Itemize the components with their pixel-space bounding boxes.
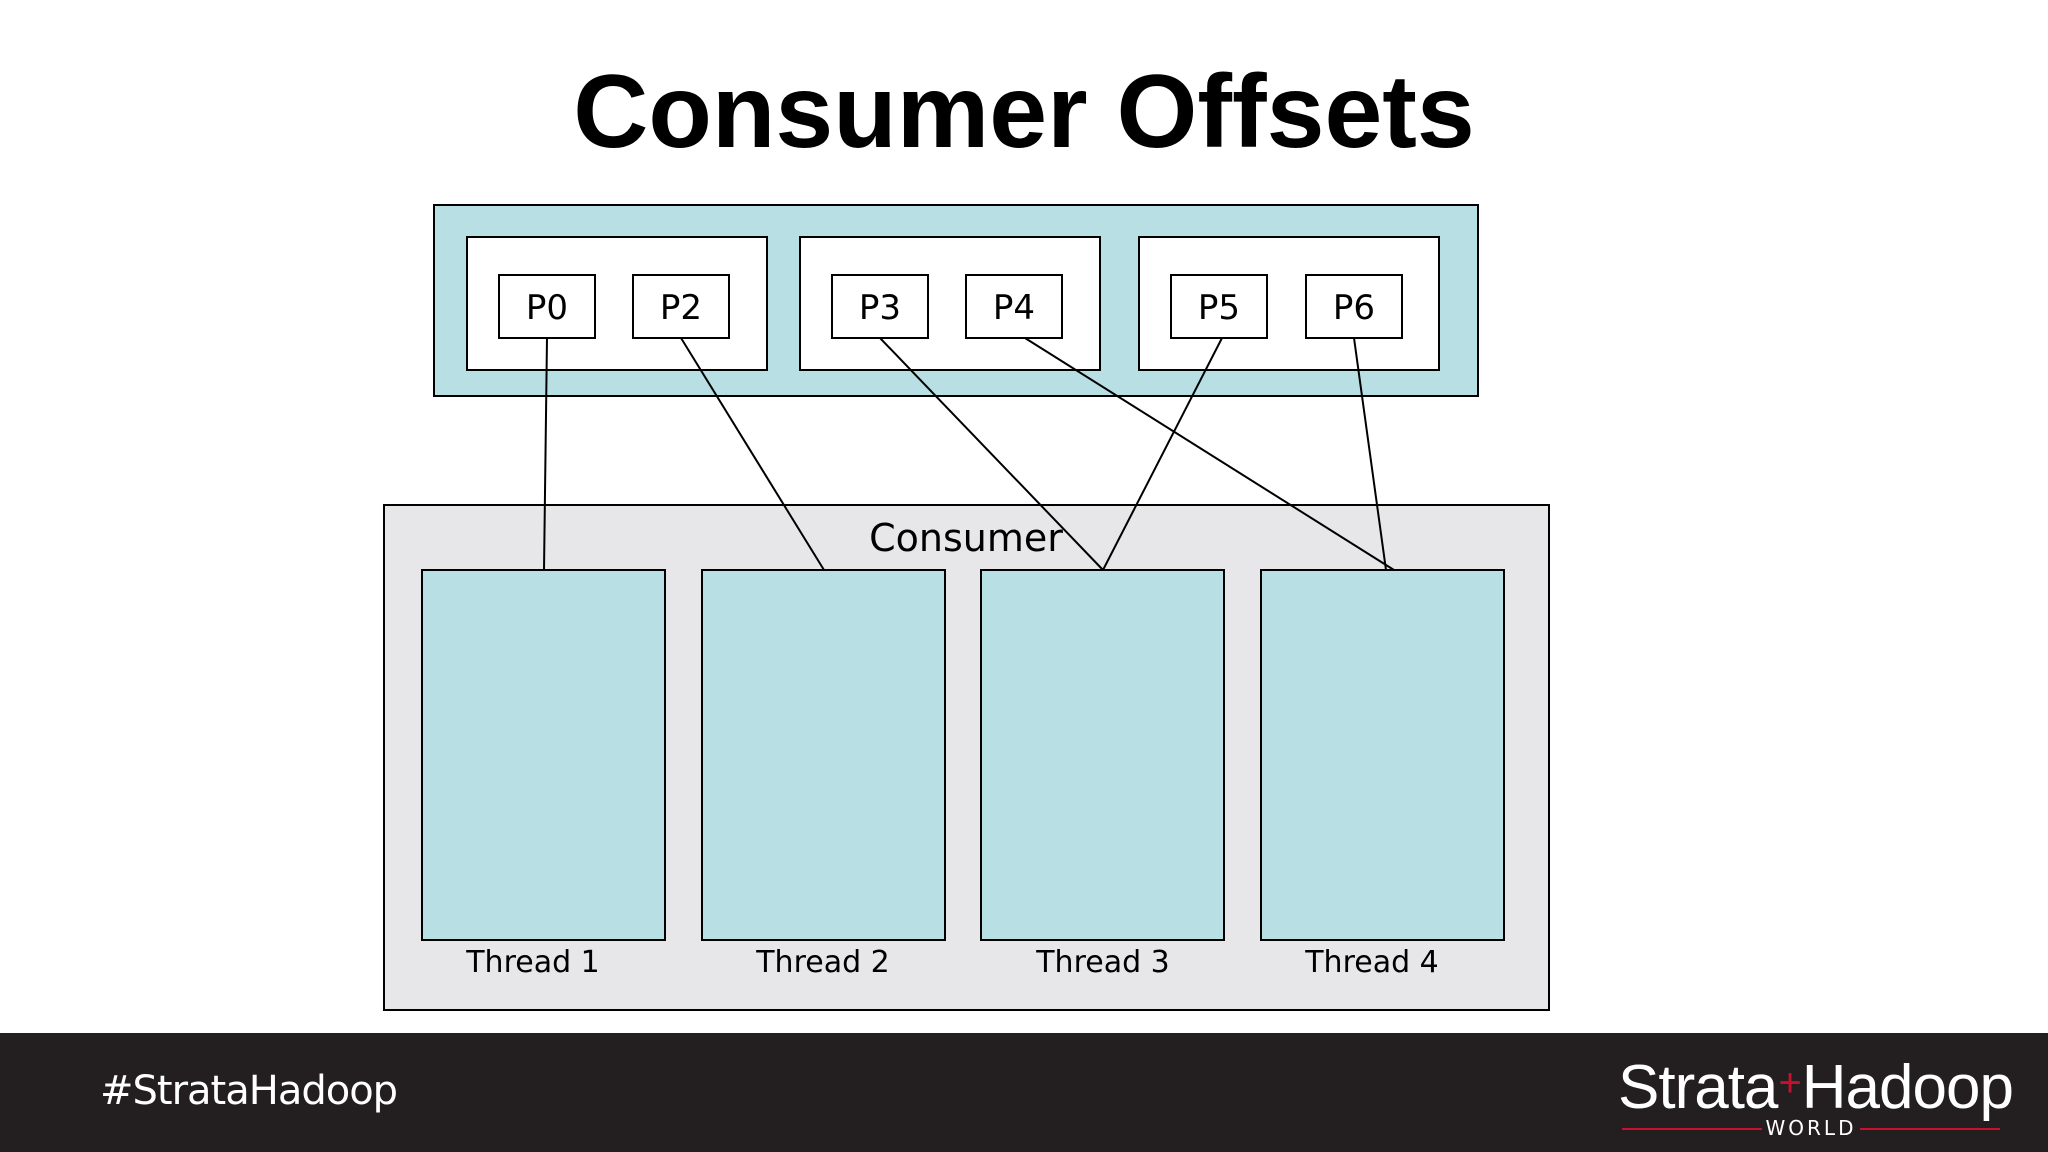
logo-right-text: Hadoop xyxy=(1801,1053,2014,1122)
partition-p4: P4 xyxy=(965,274,1063,339)
assignment-line-p4-thread4 xyxy=(1024,337,1395,571)
strata-hadoop-logo: Strata+Hadoop WORLD xyxy=(1618,1047,2014,1140)
logo-rule-right xyxy=(1860,1128,2000,1130)
partition-p0: P0 xyxy=(498,274,596,339)
logo-wordmark: Strata+Hadoop xyxy=(1618,1047,2014,1124)
assignment-line-p0-thread1 xyxy=(543,337,548,571)
thread-label: Thread 3 xyxy=(1035,945,1170,980)
partition-p6: P6 xyxy=(1305,274,1403,339)
slide-title: Consumer Offsets xyxy=(573,54,1475,170)
consumer-label: Consumer xyxy=(869,516,1063,560)
partition-label: P4 xyxy=(993,288,1035,328)
partition-label: P0 xyxy=(526,288,568,328)
thread-box-2 xyxy=(701,569,946,941)
hashtag-label: #StrataHadoop xyxy=(100,1068,398,1114)
partition-p2: P2 xyxy=(632,274,730,339)
logo-plus: + xyxy=(1778,1061,1801,1105)
partition-label: P2 xyxy=(660,288,702,328)
thread-box-4 xyxy=(1260,569,1505,941)
logo-subtitle: WORLD xyxy=(1765,1116,1857,1140)
thread-box-1 xyxy=(421,569,666,941)
partition-label: P3 xyxy=(859,288,901,328)
assignment-line-p3-thread3 xyxy=(879,337,1104,571)
thread-box-3 xyxy=(980,569,1225,941)
logo-rule-left xyxy=(1622,1128,1762,1130)
partition-p3: P3 xyxy=(831,274,929,339)
thread-label: Thread 1 xyxy=(465,945,600,980)
thread-label: Thread 2 xyxy=(755,945,890,980)
thread-label: Thread 4 xyxy=(1304,945,1439,980)
logo-left-text: Strata xyxy=(1618,1053,1778,1122)
partition-label: P5 xyxy=(1198,288,1240,328)
assignment-line-p6-thread4 xyxy=(1353,337,1387,571)
partition-p5: P5 xyxy=(1170,274,1268,339)
partition-label: P6 xyxy=(1333,288,1375,328)
footer-bar xyxy=(0,1033,2048,1152)
assignment-line-p2-thread2 xyxy=(680,337,825,571)
assignment-line-p5-thread3 xyxy=(1102,337,1223,571)
